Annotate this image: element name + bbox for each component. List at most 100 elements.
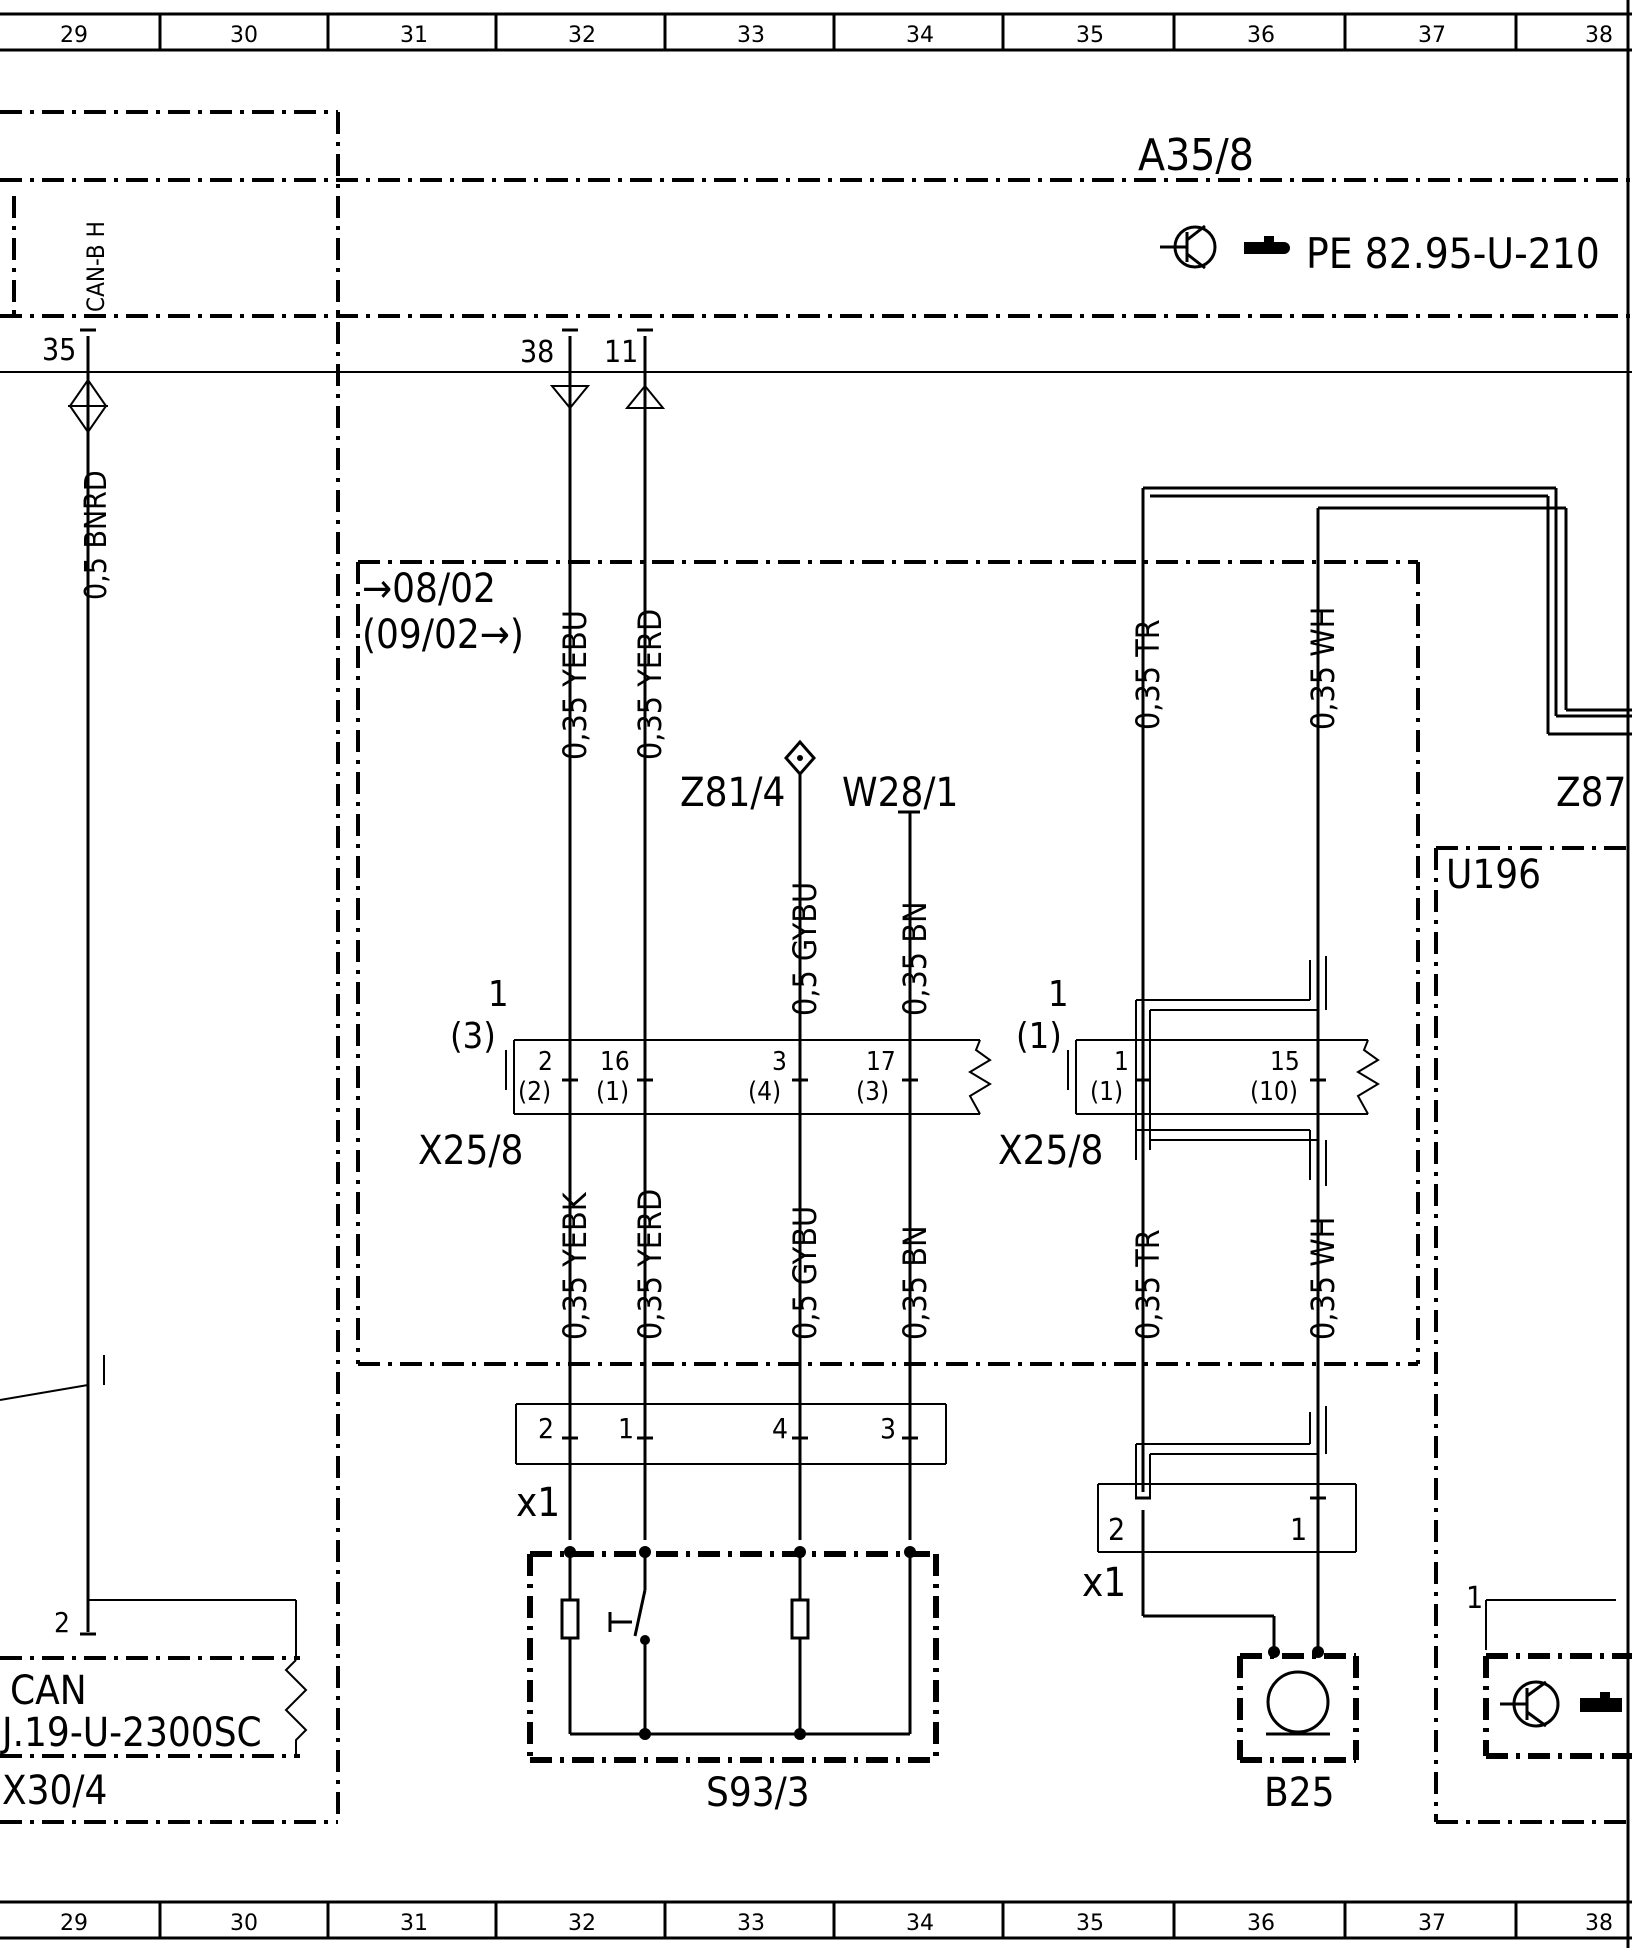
bnrd-wire-label: 0,5 BNRD [79,470,114,600]
x25r-pin-10b: (10) [1250,1077,1298,1107]
can-box [0,1599,308,1758]
wire-tr-wh-pair [1141,486,1632,1560]
grid-col-34: 34 [906,23,934,48]
bn-top-wire-label: 0,35 BN [896,902,934,1017]
a35-8-label: A35/8 [1138,130,1254,181]
grid-col-37-bottom: 37 [1418,1911,1446,1936]
x1-right-connector [1097,1406,1357,1553]
yerd-bottom-wire-label: 0,35 YERD [631,1189,669,1340]
u196-label: U196 [1446,852,1541,898]
grid-col-36-bottom: 36 [1247,1911,1275,1936]
x25-8-right-label: X25/8 [998,1128,1103,1174]
x1-right-label: x1 [1082,1560,1126,1606]
grid-col-32-bottom: 32 [568,1911,596,1936]
w28-1-label: W28/1 [842,770,958,816]
can-doc-ref: J.19-U-2300SC [0,1710,262,1756]
x25r-pin-15: 15 [1270,1047,1300,1077]
x25-pin-1b: (1) [596,1077,629,1107]
tr-top-wire-label: 0,35 TR [1129,619,1167,730]
x25r-pin-1b: (1) [1090,1077,1123,1107]
x25-pin-3: 3 [772,1047,787,1077]
x25-left-pin-1: 1 [488,974,509,1015]
pin-38: 38 [520,335,554,370]
z87-label: Z87 [1556,770,1626,816]
transistor-icon [1160,224,1217,270]
grid-col-33: 33 [737,23,765,48]
x25-pin-2b: (2) [518,1077,551,1107]
grid-col-37: 37 [1418,23,1446,48]
z81-4-ground-icon [784,739,816,777]
grid-ruler-bottom: 29 30 31 32 33 34 35 36 37 38 [0,1900,1632,1940]
z81-4-label: Z81/4 [680,770,785,816]
grid-col-31: 31 [400,23,428,48]
s93-3-switch-block [527,1546,939,1763]
x25r-pin-1: 1 [1114,1047,1129,1077]
grid-col-36: 36 [1247,23,1275,48]
version-block-frame [356,560,1420,1366]
grid-col-38-bottom: 38 [1585,1911,1613,1936]
s93-3-label: S93/3 [706,1770,810,1816]
x25-8-left-connector [505,1039,992,1115]
left-stub [0,1384,89,1401]
a35-8-module-frame [0,178,1632,318]
u196-pin-1: 1 [1466,1581,1483,1616]
version-09-02: (09/02→) [362,612,524,658]
x1r-pin-2: 2 [1108,1513,1125,1548]
left-module-frame [0,110,340,1824]
grid-col-35-bottom: 35 [1076,1911,1104,1936]
yerd-top-wire-label: 0,35 YERD [631,609,669,760]
u196-module-frame [1434,846,1632,1824]
pointing-hand-icon [1244,236,1290,254]
u196-pointing-hand-icon [1580,1692,1622,1712]
x1-left-label: x1 [516,1480,560,1526]
grid-col-32: 32 [568,23,596,48]
grid-col-30-bottom: 30 [230,1911,258,1936]
gybu-top-wire-label: 0,5 GYBU [786,882,824,1016]
x1-pin-3: 3 [880,1412,896,1445]
x25-left-pin-3: (3) [450,1016,496,1057]
wire-yerd [624,328,666,1540]
x1-left-connector [515,1403,947,1465]
x1-pin-1: 1 [618,1412,634,1445]
yebk-wire-label: 0,35 YEBK [556,1191,594,1340]
x25-8-right-connector [1067,956,1380,1186]
grid-col-29: 29 [60,23,88,48]
pin-11: 11 [604,335,638,370]
can-b-h-wire-label: CAN-B H [82,221,110,312]
b25-sensor [1141,1510,1359,1763]
can-label: CAN [10,1668,87,1714]
pin-35: 35 [42,333,76,368]
yebu-wire-label: 0,35 YEBU [556,610,594,760]
x25-pin-17: 17 [866,1047,896,1077]
gybu-bottom-wire-label: 0,5 GYBU [786,1206,824,1340]
x25-pin-3b: (3) [856,1077,889,1107]
x25-pin-4b: (4) [748,1077,781,1107]
grid-col-33-bottom: 33 [737,1911,765,1936]
x1-pin-4: 4 [772,1412,788,1445]
grid-col-38: 38 [1585,23,1613,48]
grid-col-34-bottom: 34 [906,1911,934,1936]
wh-top-wire-label: 0,35 WH [1304,607,1342,730]
x1-pin-2: 2 [538,1412,554,1445]
version-08-02: →08/02 [362,566,496,612]
tr-bottom-wire-label: 0,35 TR [1129,1229,1167,1340]
x25-8-left-label: X25/8 [418,1128,523,1174]
grid-col-30: 30 [230,23,258,48]
b25-label: B25 [1264,1770,1334,1816]
x25-pin-16: 16 [600,1047,630,1077]
wire-yebu-yebk [549,328,591,1540]
x25r-pin-1-paren: (1) [1016,1016,1062,1057]
grid-col-35: 35 [1076,23,1104,48]
x1r-pin-1: 1 [1290,1513,1307,1548]
pe-reference: PE 82.95-U-210 [1306,229,1600,278]
u196-transistor-icon [1500,1680,1560,1728]
x25r-pin-1-top: 1 [1048,974,1069,1015]
pin-2-can: 2 [54,1606,70,1639]
can-b-wire [68,328,108,1632]
x30-4-label: X30/4 [2,1768,107,1814]
wh-bottom-wire-label: 0,35 WH [1304,1217,1342,1340]
grid-col-29-bottom: 29 [60,1911,88,1936]
grid-ruler-top: 29 30 31 32 33 34 35 36 37 38 [0,12,1632,52]
bn-bottom-wire-label: 0,35 BN [896,1226,934,1341]
